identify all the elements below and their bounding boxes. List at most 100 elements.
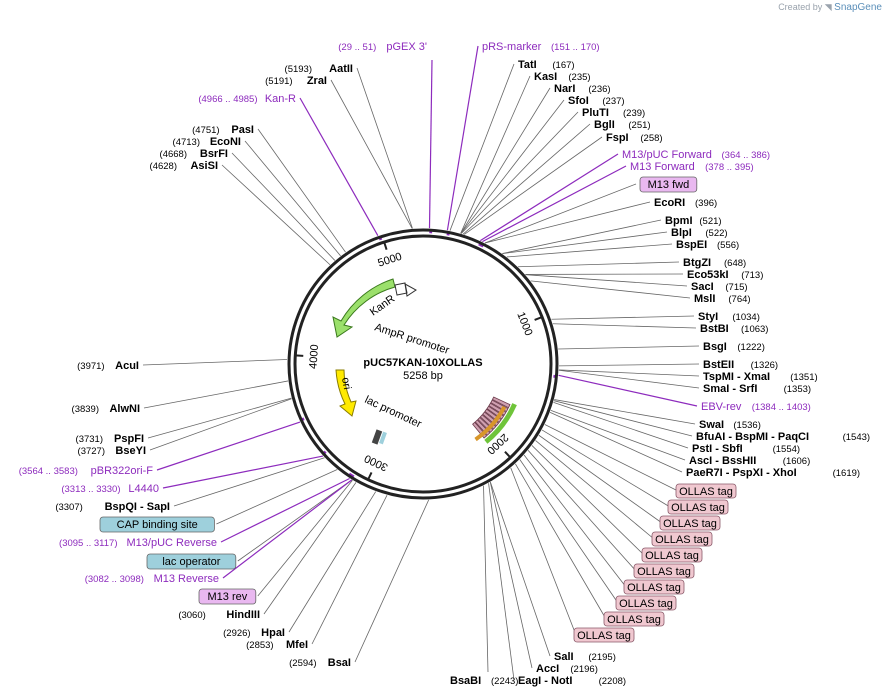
primer-site-mark	[350, 474, 355, 478]
leader-line	[552, 323, 697, 329]
label-name: EBV-rev	[701, 401, 742, 413]
leader-line	[541, 429, 671, 508]
hindiii-enzyme-label: HindIII(3060)	[178, 609, 260, 621]
leader-line	[502, 231, 668, 255]
ollas-tag-label: OLLAS tag	[659, 515, 721, 531]
label-name: SfoI	[568, 95, 589, 107]
leader-line	[460, 75, 531, 234]
lac-promoter-label: lac promoter	[363, 394, 424, 431]
leader-line	[446, 45, 479, 231]
ollas-tag-segment	[491, 396, 511, 409]
leader-line	[221, 164, 331, 266]
label-name: PstI - SbfI	[692, 443, 743, 455]
leader-line	[149, 398, 292, 451]
leader-line	[510, 467, 577, 636]
label-position: (3839)	[72, 404, 99, 415]
primer-site-mark	[301, 417, 305, 421]
smai-srfi-enzyme-label: SmaI - SrfI(1353)	[703, 383, 811, 395]
label-position: (4668)	[160, 149, 187, 160]
label-name: AsiSI	[190, 160, 218, 172]
label-position: (29 .. 51)	[338, 42, 376, 53]
feature-box	[146, 553, 237, 570]
label-name: pBR322ori-F	[91, 465, 154, 477]
styi-enzyme-label: StyI(1034)	[698, 311, 760, 323]
blpi-enzyme-label: BlpI(522)	[671, 227, 728, 239]
feature-box-text: M13 rev	[208, 591, 248, 603]
leader-line	[484, 201, 651, 244]
ampr-promoter-arrow	[394, 282, 417, 297]
leader-line	[464, 136, 603, 235]
ollas-tag-label: OLLAS tag	[633, 563, 695, 579]
leader-line	[288, 491, 377, 633]
ollas-tag-text: OLLAS tag	[637, 566, 691, 578]
feature-box	[198, 588, 257, 605]
ollas-tag-box	[623, 579, 685, 595]
leader-line	[558, 374, 698, 407]
msli-enzyme-label: MslI (764)	[694, 293, 751, 305]
ollas-tag-label: OLLAS tag	[615, 595, 677, 611]
btgzi-enzyme-label: BtgZI(648)	[683, 257, 746, 269]
label-name: pGEX 3'	[386, 41, 427, 53]
label-position: (3727)	[78, 446, 105, 457]
leader-line	[558, 369, 700, 389]
label-name: StyI	[698, 311, 718, 323]
label-position: (258)	[640, 133, 662, 144]
leader-line	[222, 479, 353, 579]
m13-rev-feature-label: M13 rev	[198, 588, 257, 605]
leader-line	[519, 459, 619, 604]
ollas-region-arrow-green	[484, 403, 517, 444]
leader-line	[558, 345, 700, 350]
leader-lines	[142, 45, 700, 681]
label-position: (556)	[717, 240, 739, 251]
ori-feature-arrow	[335, 369, 357, 417]
ollas-tag-text: OLLAS tag	[655, 534, 709, 546]
label-name: SmaI - SrfI	[703, 383, 757, 395]
label-position: (2243)	[491, 676, 518, 687]
mfei-enzyme-label: MfeI(2853)	[246, 639, 308, 651]
label-position: (4966 .. 4985)	[198, 94, 257, 105]
ollas-tag-label: OLLAS tag	[641, 547, 703, 563]
sali-enzyme-label: SalI (2195)	[554, 651, 616, 663]
pgex-3-primer-label: pGEX 3' (29 .. 51)	[338, 41, 427, 53]
acci-enzyme-label: AccI(2196)	[536, 663, 598, 675]
m13-fwd-feature-label: M13 fwd	[639, 176, 698, 193]
feature-box-text: M13 fwd	[648, 179, 690, 191]
econi-enzyme-label: EcoNI(4713)	[173, 136, 241, 148]
snapgene-credit: Created by ◥ SnapGene	[778, 2, 882, 13]
leader-line	[550, 410, 686, 461]
ollas-tag-text: OLLAS tag	[607, 614, 661, 626]
label-position: (3731)	[76, 434, 103, 445]
leader-line	[237, 479, 353, 562]
bspei-enzyme-label: BspEI(556)	[676, 239, 739, 251]
swai-enzyme-label: SwaI(1536)	[699, 419, 761, 431]
label-position: (521)	[699, 216, 721, 227]
pspfi-enzyme-label: PspFI(3731)	[76, 433, 144, 445]
label-position: (764)	[728, 294, 750, 305]
ollas-tag-text: OLLAS tag	[645, 550, 699, 562]
leader-line	[460, 87, 551, 234]
label-position: (378 .. 395)	[705, 162, 754, 173]
feature-box-text: CAP binding site	[117, 519, 198, 531]
label-name: MslI	[694, 293, 715, 305]
leader-line	[428, 59, 433, 229]
ollas-tag-box	[659, 515, 721, 531]
label-name: SalI	[554, 651, 574, 663]
leader-line	[489, 482, 533, 669]
leader-line	[162, 455, 324, 489]
leader-line	[483, 485, 489, 673]
leader-line	[244, 140, 341, 257]
ollas-tag-box	[615, 595, 677, 611]
snapgene-logo-icon: ◥	[824, 2, 832, 12]
lac-operator-mark	[379, 431, 387, 445]
ollas-tag-box	[675, 483, 737, 499]
label-name: BstEII	[703, 359, 734, 371]
label-name: M13 Reverse	[154, 573, 219, 585]
label-name: L4440	[128, 483, 159, 495]
ecori-enzyme-label: EcoRI(396)	[654, 197, 717, 209]
plasmid-size: 5258 bp	[403, 370, 443, 382]
plasmid-backbone-inner	[293, 234, 553, 494]
label-position: (2195)	[588, 652, 615, 663]
label-position: (1536)	[733, 420, 760, 431]
label-name: Kan-R	[265, 93, 296, 105]
tick-label-3000: 3000	[363, 452, 390, 473]
